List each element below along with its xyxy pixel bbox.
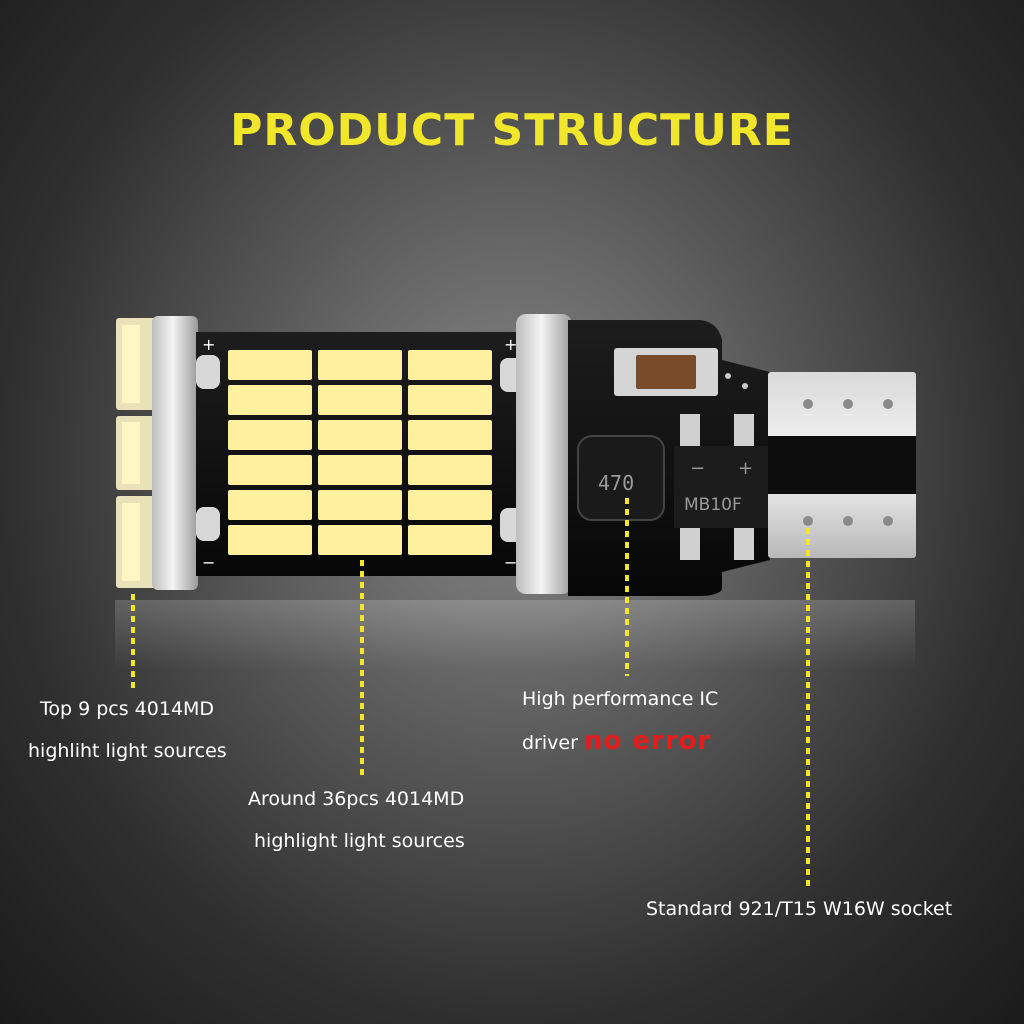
- callout-driver-line1: High performance IC: [522, 688, 719, 710]
- main-led-grid: [228, 350, 492, 555]
- led-chip: [228, 455, 312, 485]
- callout-socket-line1: Standard 921/T15 W16W socket: [646, 898, 953, 920]
- callout-main-leds-line1: Around 36pcs 4014MD: [248, 788, 465, 810]
- led-chip: [318, 420, 402, 450]
- led-chip: [408, 455, 492, 485]
- callout-main-leds: Around 36pcs 4014MD highlight light sour…: [248, 778, 465, 862]
- led-chip: [318, 490, 402, 520]
- pcb-plus-right: +: [504, 335, 517, 354]
- svg-text:MB10F: MB10F: [684, 495, 742, 515]
- leader-lines: [131, 498, 810, 886]
- callout-top-leds-line2: highliht light sources: [28, 740, 227, 762]
- led-chip: [318, 350, 402, 380]
- led-chip: [408, 525, 492, 555]
- callout-top-leds: Top 9 pcs 4014MD highliht light sources: [28, 688, 227, 772]
- callout-driver-line2-prefix: driver: [522, 732, 578, 754]
- floor-reflection: [115, 600, 915, 670]
- svg-text:−: −: [690, 458, 705, 479]
- bridge-rectifier: − + MB10F: [674, 414, 768, 560]
- pcb-minus-left: −: [202, 553, 215, 572]
- led-chip: [408, 490, 492, 520]
- svg-text:+: +: [738, 458, 753, 479]
- led-chip: [228, 385, 312, 415]
- page-title: PRODUCT STRUCTURE: [230, 105, 794, 156]
- led-chip: [318, 525, 402, 555]
- led-chip: [408, 420, 492, 450]
- middle-ring: [516, 314, 572, 594]
- top-led-strips: [116, 318, 156, 588]
- led-chip: [228, 490, 312, 520]
- callout-socket: Standard 921/T15 W16W socket: [646, 888, 952, 930]
- pcb-minus-right: −: [504, 553, 517, 572]
- led-chip: [318, 385, 402, 415]
- left-cap: [152, 316, 198, 590]
- led-chip: [228, 350, 312, 380]
- wedge-socket: [768, 372, 916, 558]
- callout-driver: High performance IC driver no error: [522, 678, 718, 764]
- led-chip: [408, 385, 492, 415]
- led-chip: [318, 455, 402, 485]
- callout-top-leds-line1: Top 9 pcs 4014MD: [40, 698, 215, 720]
- pcb-plus-left: +: [202, 335, 215, 354]
- no-error-highlight: no error: [583, 726, 712, 756]
- led-chip: [408, 350, 492, 380]
- inductor-marking: 470: [598, 471, 634, 495]
- led-chip: [228, 420, 312, 450]
- inductor: [577, 435, 665, 521]
- callout-main-leds-line2: highlight light sources: [254, 830, 465, 852]
- led-chip: [228, 525, 312, 555]
